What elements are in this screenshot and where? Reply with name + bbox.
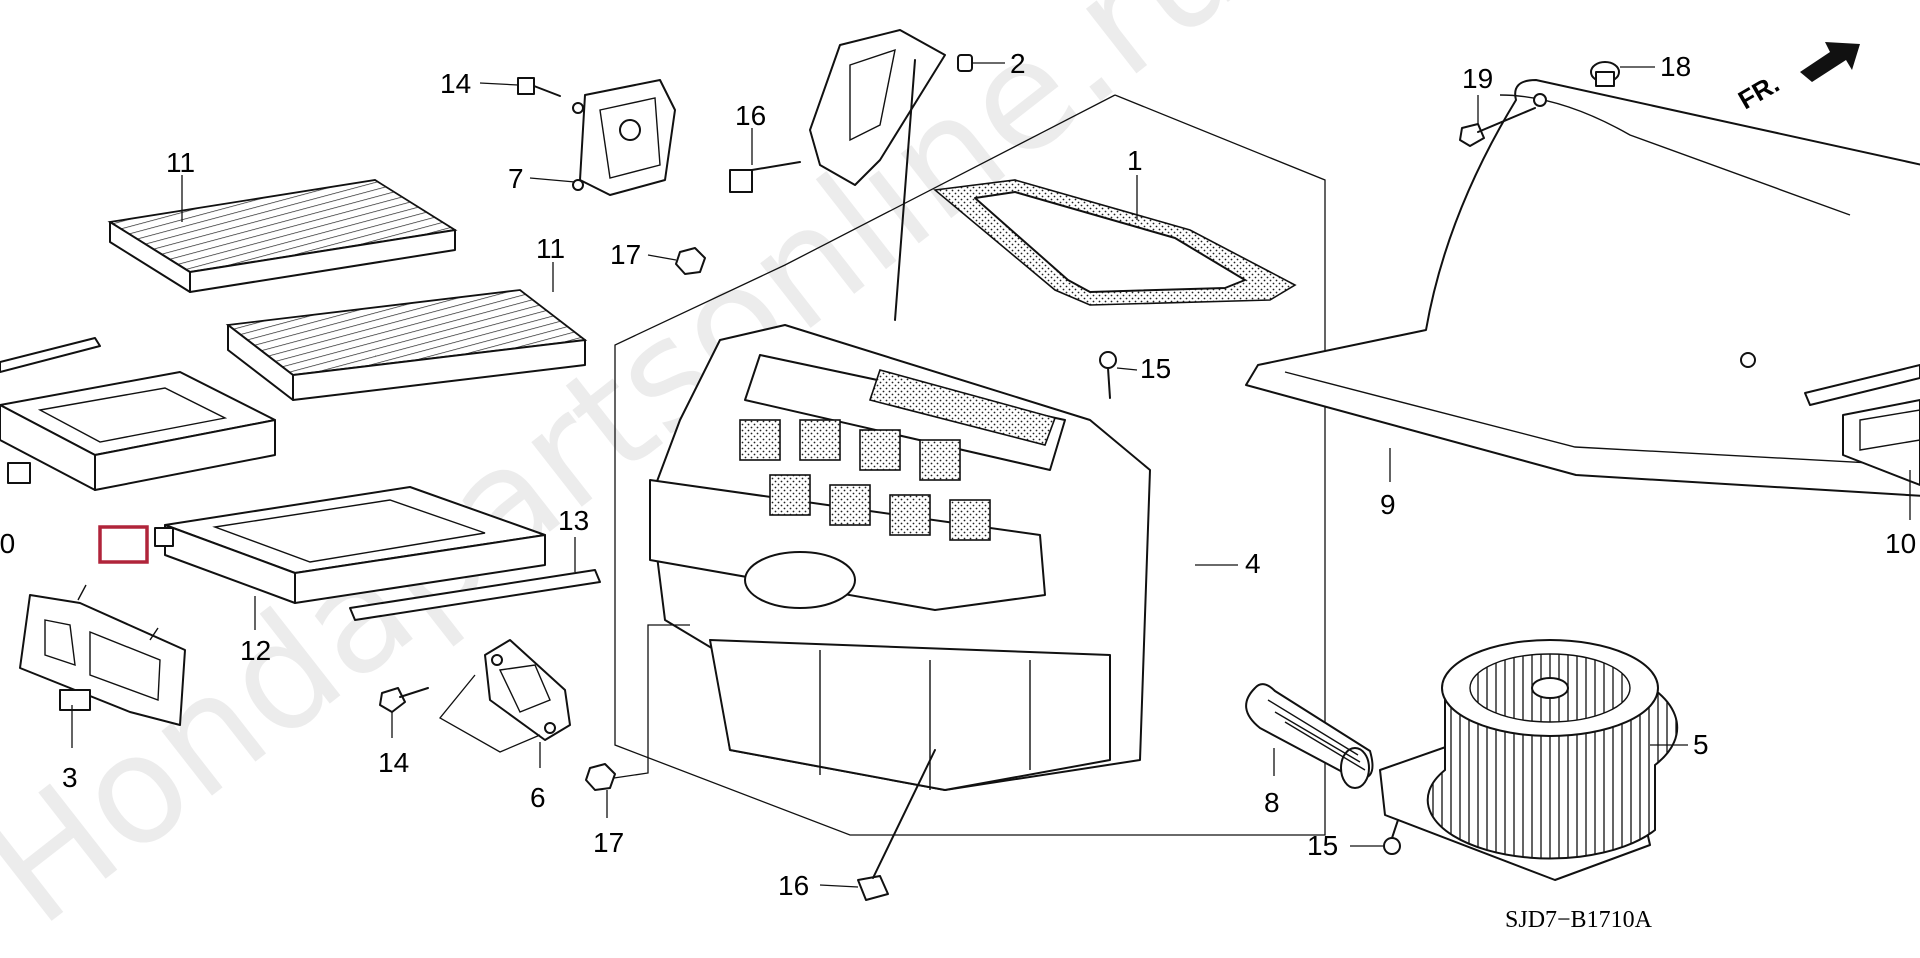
selection-box[interactable] (98, 525, 149, 564)
callout-6[interactable]: 6 (530, 782, 546, 813)
callout-11-upper[interactable]: 11 (166, 147, 195, 178)
callout-17-lower[interactable]: 17 (593, 827, 624, 858)
callout-14-upper[interactable]: 14 (440, 68, 471, 99)
resistor[interactable] (484, 639, 571, 741)
callout-13[interactable]: 13 (558, 505, 589, 536)
callout-14-lower[interactable]: 14 (378, 747, 409, 778)
callout-4[interactable]: 4 (1245, 548, 1261, 579)
screw-19[interactable] (1459, 107, 1536, 147)
flange-bolt-upper[interactable] (729, 161, 801, 193)
callout-5[interactable]: 5 (1693, 729, 1709, 760)
seal-strip-left[interactable] (0, 337, 101, 373)
gasket-seal[interactable] (933, 179, 1297, 306)
callout-10-right[interactable]: 10 (1885, 528, 1916, 559)
callout-12[interactable]: 12 (240, 635, 271, 666)
callout-15-lower[interactable]: 15 (1307, 830, 1338, 861)
callout-2[interactable]: 2 (1010, 48, 1026, 79)
filter-cover-left[interactable] (0, 371, 276, 491)
callout-8[interactable]: 8 (1264, 787, 1280, 818)
callout-3[interactable]: 3 (62, 762, 78, 793)
diagram-code: SJD7−B1710A (1505, 907, 1653, 933)
grommet-18[interactable] (1590, 61, 1620, 87)
heater-blower-unit[interactable] (649, 324, 1151, 791)
drain-hose[interactable] (1245, 683, 1374, 789)
tapping-screw-lower[interactable] (1383, 819, 1401, 855)
actuator-motor[interactable] (572, 79, 676, 196)
callout-16-upper[interactable]: 16 (735, 100, 766, 131)
callout-19[interactable]: 19 (1462, 63, 1493, 94)
callout-15-upper[interactable]: 15 (1140, 353, 1171, 384)
cabin-air-filter-lower[interactable] (225, 289, 588, 401)
seal-strip-right[interactable] (1804, 364, 1920, 406)
filter-cover-right[interactable] (1842, 399, 1920, 486)
duct-bracket[interactable] (809, 29, 946, 321)
nut-upper[interactable] (675, 247, 706, 275)
air-duct[interactable] (1245, 79, 1920, 500)
seal-strip[interactable] (349, 569, 601, 621)
callout-9[interactable]: 9 (1380, 489, 1396, 520)
filter-cover-center[interactable] (154, 486, 546, 604)
callout-10-left[interactable]: 10 (0, 528, 15, 559)
callout-11-lower[interactable]: 11 (536, 233, 565, 264)
bracket[interactable] (19, 584, 186, 726)
tapping-screw-on-unit[interactable] (1099, 351, 1117, 399)
clip[interactable] (957, 54, 973, 72)
grille (739, 419, 991, 541)
screw-14-upper[interactable] (517, 77, 561, 97)
callout-16-lower[interactable]: 16 (778, 870, 809, 901)
front-direction-arrow: FR. (1733, 42, 1860, 115)
screw-14-lower[interactable] (379, 687, 429, 713)
direction-label: FR. (1733, 68, 1784, 115)
cabin-air-filter-upper[interactable] (107, 179, 458, 293)
callout-17-upper[interactable]: 17 (610, 239, 641, 270)
callout-18[interactable]: 18 (1660, 51, 1691, 82)
nut-lower[interactable] (585, 763, 616, 791)
callout-7[interactable]: 7 (508, 163, 524, 194)
callout-1[interactable]: 1 (1127, 145, 1143, 176)
flange-bolt-lower[interactable] (857, 749, 936, 901)
blower-motor-fan[interactable] (1379, 639, 1679, 881)
